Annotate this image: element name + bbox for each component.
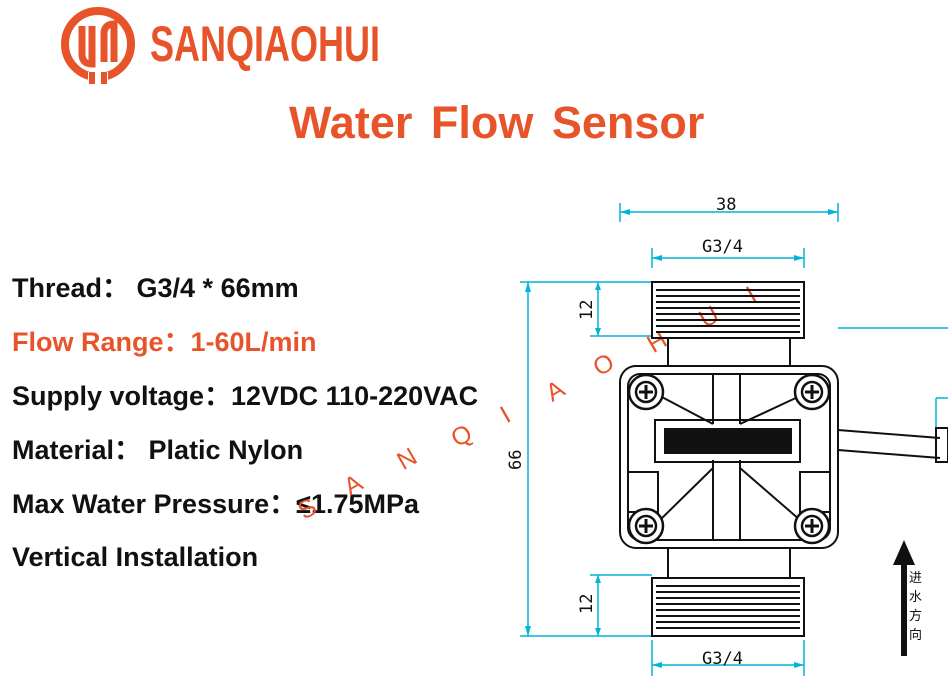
spec-material: Material： Platic Nylon xyxy=(12,435,304,465)
brand-name: SANQIAOHUI xyxy=(150,16,381,72)
dim-thread-bottom: G3/4 xyxy=(702,649,743,669)
flow-direction-char: 向 xyxy=(909,628,923,643)
sensor-body xyxy=(619,281,948,637)
spec-supply-voltage: Supply voltage：12VDC 110-220VAC xyxy=(12,381,479,411)
sensor-technical-drawing: 38 G3/4 G3/4 66 12 12 xyxy=(506,195,948,676)
flow-direction-char: 水 xyxy=(909,590,923,605)
spec-max-pressure: Max Water Pressure：≤1.75MPa xyxy=(12,489,420,519)
dimension-lines xyxy=(520,203,948,676)
spec-thread: Thread： G3/4 * 66mm xyxy=(12,273,299,303)
flow-direction-char: 方 xyxy=(909,609,923,624)
spec-installation: Vertical Installation xyxy=(12,542,259,572)
watermark-letter: N xyxy=(392,442,422,476)
dim-width: 38 xyxy=(716,195,736,215)
dim-height: 66 xyxy=(506,450,526,470)
page-title: Water Flow Sensor xyxy=(289,97,705,148)
dim-thread-top: G3/4 xyxy=(702,237,743,257)
sensor-label-bar xyxy=(664,428,792,454)
flow-direction-arrow-icon xyxy=(893,540,915,656)
dim-thread-length-top: 12 xyxy=(577,300,597,320)
watermark-letter: Q xyxy=(446,419,478,453)
flow-direction-char: 进 xyxy=(909,571,923,586)
dimension-arrows xyxy=(525,209,838,668)
spec-flow-range: Flow Range：1-60L/min xyxy=(12,327,317,357)
brand-logo-icon xyxy=(61,7,135,84)
dim-thread-length-bottom: 12 xyxy=(577,594,597,614)
